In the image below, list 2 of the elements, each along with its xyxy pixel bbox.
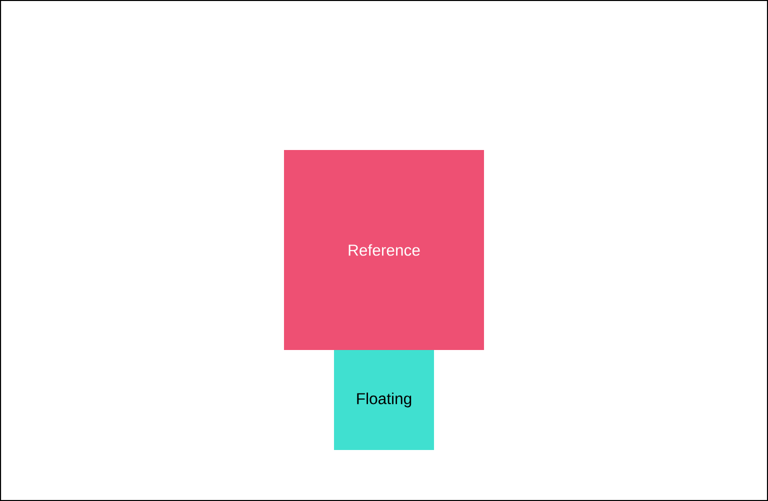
box: Floating bbox=[334, 350, 434, 450]
box: Reference bbox=[284, 150, 484, 350]
